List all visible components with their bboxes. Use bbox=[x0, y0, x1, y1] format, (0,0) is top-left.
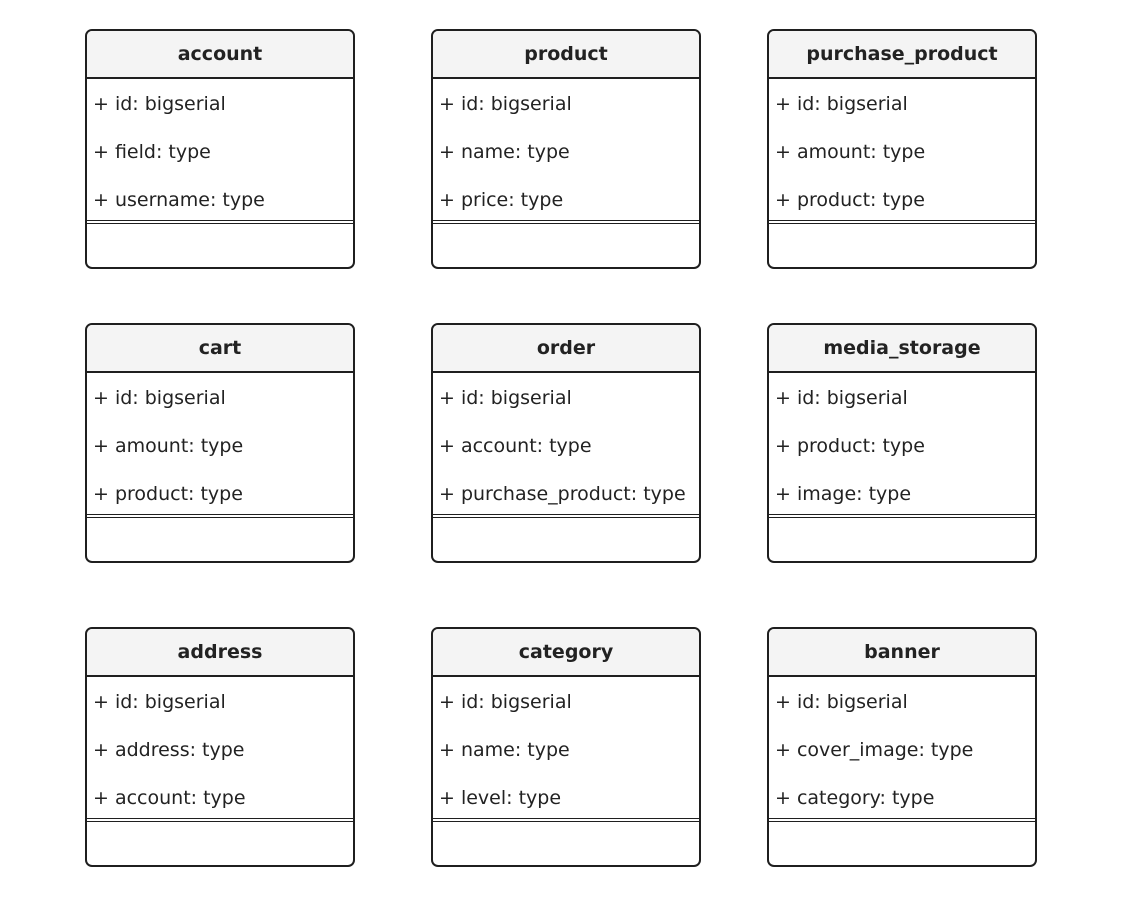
class-title: banner bbox=[769, 629, 1035, 677]
attribute: + id: bigserial bbox=[93, 387, 226, 409]
attribute: + purchase_product: type bbox=[439, 483, 686, 505]
attribute-compartment: + id: bigserial + name: type + level: ty… bbox=[433, 677, 699, 822]
attribute: + account: type bbox=[439, 435, 592, 457]
operations-compartment bbox=[433, 224, 699, 266]
class-title: media_storage bbox=[769, 325, 1035, 373]
operations-compartment bbox=[433, 822, 699, 864]
attribute-compartment: + id: bigserial + address: type + accoun… bbox=[87, 677, 353, 822]
attribute: + id: bigserial bbox=[439, 387, 572, 409]
class-box-cart[interactable]: cart + id: bigserial + amount: type + pr… bbox=[85, 323, 355, 563]
class-box-order[interactable]: order + id: bigserial + account: type + … bbox=[431, 323, 701, 563]
class-title: account bbox=[87, 31, 353, 79]
class-title: order bbox=[433, 325, 699, 373]
class-box-category[interactable]: category + id: bigserial + name: type + … bbox=[431, 627, 701, 867]
class-title: address bbox=[87, 629, 353, 677]
attribute: + id: bigserial bbox=[775, 691, 908, 713]
attribute: + image: type bbox=[775, 483, 912, 505]
attribute: + id: bigserial bbox=[775, 93, 908, 115]
attribute: + level: type bbox=[439, 787, 562, 809]
attribute: + account: type bbox=[93, 787, 246, 809]
attribute-compartment: + id: bigserial + amount: type + product… bbox=[87, 373, 353, 518]
attribute: + amount: type bbox=[775, 141, 926, 163]
attribute: + id: bigserial bbox=[93, 691, 226, 713]
attribute: + product: type bbox=[93, 483, 243, 505]
attribute: + product: type bbox=[775, 435, 925, 457]
operations-compartment bbox=[87, 224, 353, 266]
attribute: + name: type bbox=[439, 739, 570, 761]
attribute: + amount: type bbox=[93, 435, 244, 457]
class-title: purchase_product bbox=[769, 31, 1035, 79]
class-box-media-storage[interactable]: media_storage + id: bigserial + product:… bbox=[767, 323, 1037, 563]
class-box-product[interactable]: product + id: bigserial + name: type + p… bbox=[431, 29, 701, 269]
class-box-account[interactable]: account + id: bigserial + field: type + … bbox=[85, 29, 355, 269]
class-box-address[interactable]: address + id: bigserial + address: type … bbox=[85, 627, 355, 867]
attribute: + address: type bbox=[93, 739, 245, 761]
attribute: + id: bigserial bbox=[439, 93, 572, 115]
attribute: + name: type bbox=[439, 141, 570, 163]
attribute-compartment: + id: bigserial + product: type + image:… bbox=[769, 373, 1035, 518]
attribute-compartment: + id: bigserial + account: type + purcha… bbox=[433, 373, 699, 518]
attribute-compartment: + id: bigserial + field: type + username… bbox=[87, 79, 353, 224]
attribute: + product: type bbox=[775, 189, 925, 211]
operations-compartment bbox=[433, 518, 699, 560]
class-box-banner[interactable]: banner + id: bigserial + cover_image: ty… bbox=[767, 627, 1037, 867]
attribute: + cover_image: type bbox=[775, 739, 974, 761]
class-title: product bbox=[433, 31, 699, 79]
attribute: + username: type bbox=[93, 189, 265, 211]
operations-compartment bbox=[87, 518, 353, 560]
attribute-compartment: + id: bigserial + name: type + price: ty… bbox=[433, 79, 699, 224]
class-box-purchase-product[interactable]: purchase_product + id: bigserial + amoun… bbox=[767, 29, 1037, 269]
class-title: cart bbox=[87, 325, 353, 373]
attribute-compartment: + id: bigserial + amount: type + product… bbox=[769, 79, 1035, 224]
attribute: + id: bigserial bbox=[775, 387, 908, 409]
operations-compartment bbox=[769, 224, 1035, 266]
attribute: + field: type bbox=[93, 141, 211, 163]
operations-compartment bbox=[769, 822, 1035, 864]
attribute: + id: bigserial bbox=[93, 93, 226, 115]
operations-compartment bbox=[769, 518, 1035, 560]
attribute: + price: type bbox=[439, 189, 564, 211]
attribute: + id: bigserial bbox=[439, 691, 572, 713]
operations-compartment bbox=[87, 822, 353, 864]
attribute: + category: type bbox=[775, 787, 935, 809]
class-title: category bbox=[433, 629, 699, 677]
attribute-compartment: + id: bigserial + cover_image: type + ca… bbox=[769, 677, 1035, 822]
